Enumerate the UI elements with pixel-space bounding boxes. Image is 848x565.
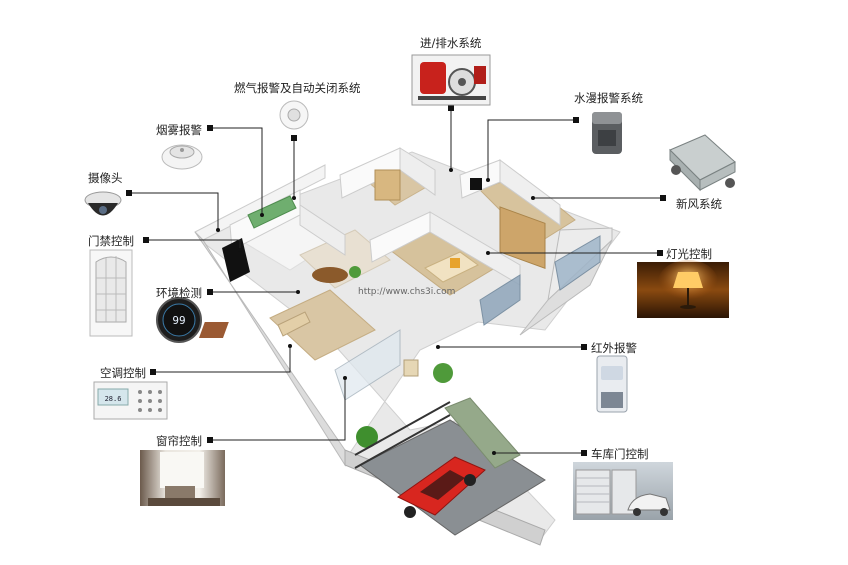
ac-panel-display: 28.6 (105, 395, 122, 403)
label-access-control: 门禁控制 (88, 234, 134, 248)
label-ac-control: 空调控制 (100, 366, 146, 380)
leader-water-leak (487, 119, 576, 180)
leader-access (146, 239, 241, 250)
leader-dots (126, 105, 666, 456)
curtain-photo (140, 450, 225, 506)
ac-control-panel-icon: 28.6 (93, 381, 168, 420)
fresh-air-unit-icon (669, 134, 736, 192)
dome-camera-icon (84, 191, 122, 216)
door-icon (89, 249, 133, 337)
water-pump-icon (411, 54, 491, 106)
thermostat-display: 99 (172, 314, 185, 327)
water-leak-sensor-icon (592, 112, 622, 154)
label-fresh-air: 新风系统 (676, 197, 722, 211)
label-environment: 环境检测 (156, 286, 202, 300)
leader-camera (129, 192, 219, 230)
label-drainage: 进/排水系统 (420, 36, 482, 50)
lamp-photo (637, 260, 729, 318)
leader-curtain (210, 378, 346, 441)
leader-smoke (210, 127, 263, 215)
label-smoke-alarm: 烟雾报警 (156, 123, 202, 137)
label-lighting: 灯光控制 (666, 247, 712, 261)
label-curtain: 窗帘控制 (156, 434, 202, 448)
car (397, 456, 486, 518)
label-gas-alarm: 燃气报警及自动关闭系统 (234, 81, 361, 95)
house-model (194, 147, 621, 546)
label-camera: 摄像头 (88, 171, 123, 185)
smoke-detector-icon (161, 144, 203, 170)
environment-monitor-icon: 99 (156, 297, 202, 343)
watermark-text: http://www.chs3i.com (358, 287, 455, 297)
infrared-sensor-icon (596, 355, 628, 413)
label-infrared: 红外报警 (591, 341, 637, 355)
leader-ac (153, 346, 291, 373)
gas-detector-icon (279, 100, 309, 130)
leader-lines (129, 108, 663, 454)
garage-photo (573, 462, 673, 520)
label-garage-door: 车库门控制 (591, 447, 649, 461)
label-water-leak: 水漫报警系统 (574, 91, 643, 105)
